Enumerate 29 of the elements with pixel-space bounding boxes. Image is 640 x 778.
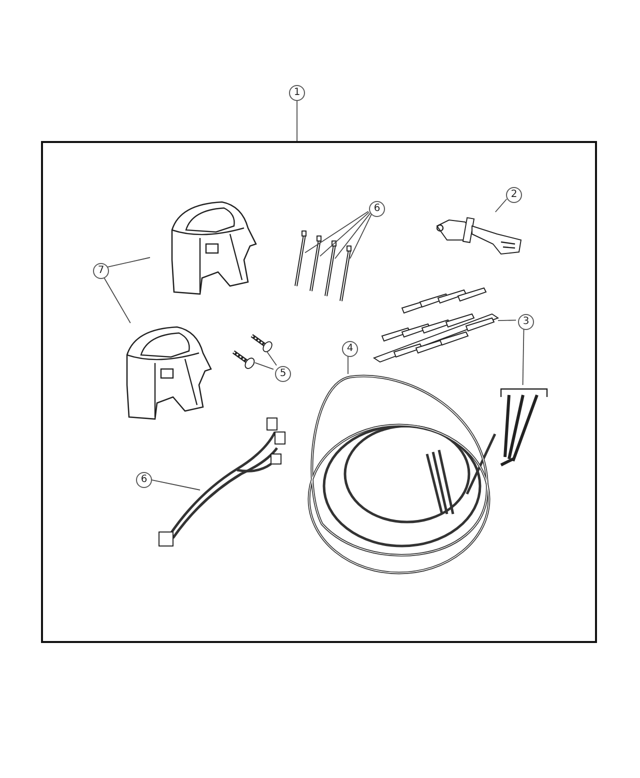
callout-number: 2 [506,187,522,203]
callout-number: 5 [275,366,291,382]
leader-line [149,479,200,490]
cable-tie-drawing [294,230,307,288]
leader-line [498,320,516,322]
leader-line [296,100,298,142]
leader-line [304,210,369,254]
lever-switch-drawing [435,214,523,256]
leader-line [254,362,274,370]
cable-tie-drawing [339,245,352,303]
callout-number: 3 [518,314,534,330]
leader-line [350,214,372,260]
leader-line [266,352,277,366]
callout-number: 7 [93,263,109,279]
cable-tie-drawing [309,235,322,293]
leader-line [494,198,508,212]
leader-line [334,212,371,260]
callout-number: 6 [136,472,152,488]
screw-drawing [231,350,257,370]
leader-line [522,328,524,386]
leader-line [320,212,370,257]
callout-number: 4 [342,341,358,357]
wire-terminal-drawing [499,387,549,467]
callout-number: 1 [289,85,305,101]
screw-drawing [250,333,274,354]
leader-line [106,257,150,268]
cable-tie-drawing [324,240,337,298]
callout-number: 6 [369,201,385,217]
frame-border [41,141,597,643]
